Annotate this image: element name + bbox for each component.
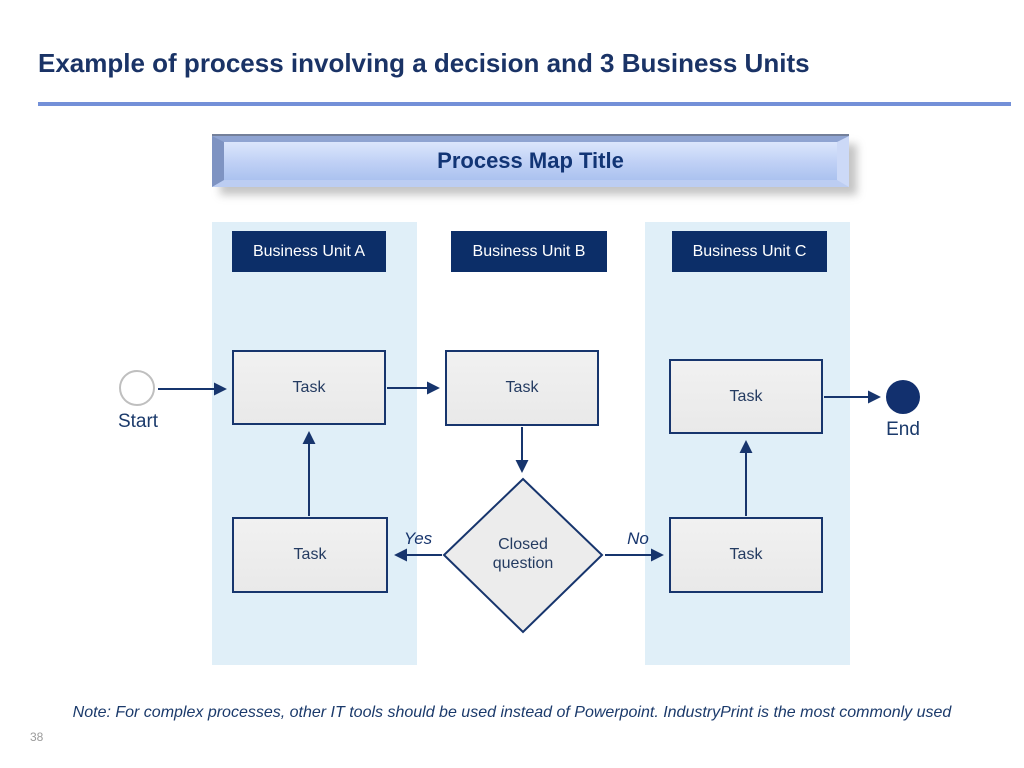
task-box-lane-c-top: Task bbox=[669, 359, 823, 434]
task-box-lane-b: Task bbox=[445, 350, 599, 426]
lane-header-business-unit-b: Business Unit B bbox=[451, 231, 607, 272]
task-label: Task bbox=[729, 387, 763, 405]
start-node-circle bbox=[119, 370, 155, 406]
task-label: Task bbox=[293, 546, 327, 563]
end-node-circle bbox=[886, 380, 920, 414]
lane-header-business-unit-c: Business Unit C bbox=[672, 231, 827, 272]
task-label: Task bbox=[729, 546, 763, 563]
edge-label-yes: Yes bbox=[403, 529, 433, 548]
decision-label-line1: Closed bbox=[498, 536, 548, 553]
task-label: Task bbox=[505, 379, 539, 396]
lane-band-business-unit-a bbox=[212, 222, 417, 665]
lane-header-label: Business Unit A bbox=[252, 242, 366, 260]
decision-label: Closed question bbox=[463, 535, 583, 573]
lane-header-label: Business Unit B bbox=[472, 242, 586, 260]
task-box-lane-c-bottom: Task bbox=[669, 517, 823, 593]
edge-label-no: No bbox=[627, 529, 649, 548]
decision-label-line2: question bbox=[492, 555, 554, 572]
slide-note: Note: For complex processes, other IT to… bbox=[72, 704, 952, 721]
process-map-title-bar: Process Map Title bbox=[212, 136, 849, 187]
page-number: 38 bbox=[30, 730, 44, 744]
task-box-lane-a-top: Task bbox=[232, 350, 386, 425]
process-map-title: Process Map Title bbox=[437, 148, 624, 173]
lane-header-business-unit-a: Business Unit A bbox=[232, 231, 386, 272]
slide-title: Example of process involving a decision … bbox=[38, 48, 810, 78]
lane-band-business-unit-c bbox=[645, 222, 850, 665]
title-divider-rule bbox=[38, 102, 1011, 106]
end-label: End bbox=[886, 419, 920, 440]
task-label: Task bbox=[292, 378, 326, 396]
task-box-lane-a-bottom: Task bbox=[232, 517, 388, 593]
start-label: Start bbox=[117, 411, 159, 432]
lane-header-label: Business Unit C bbox=[692, 242, 807, 260]
